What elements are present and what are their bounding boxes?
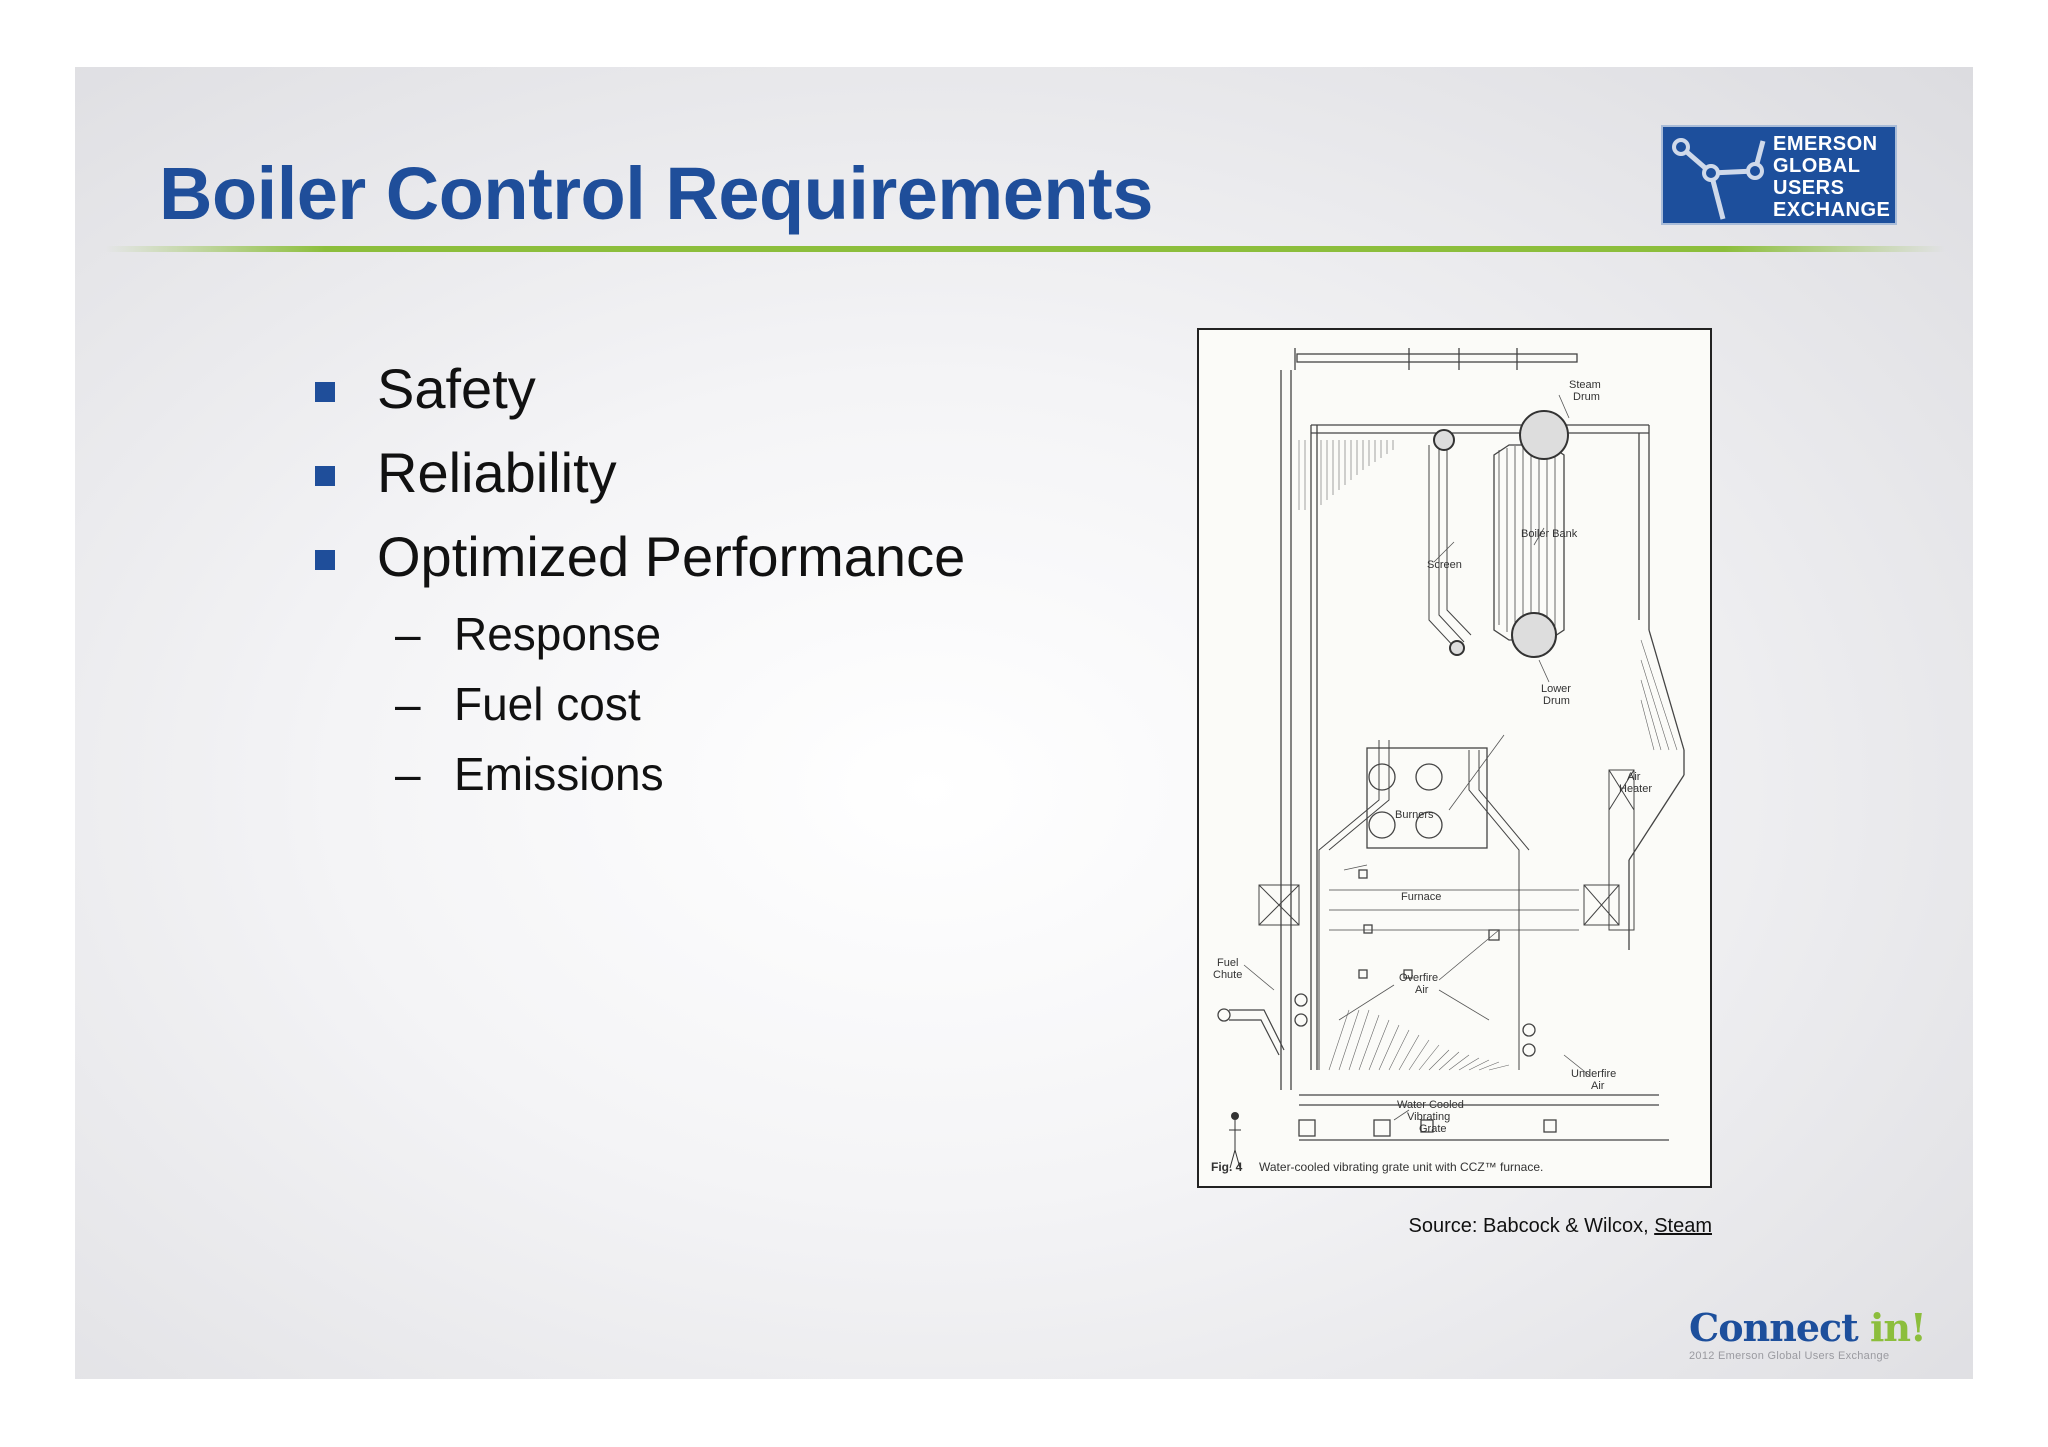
source-link[interactable]: Steam xyxy=(1654,1215,1712,1237)
square-bullet-icon xyxy=(315,466,335,486)
label-screen: Screen xyxy=(1427,559,1462,571)
source-citation: Source: Babcock & Wilcox, Steam xyxy=(1197,1215,1712,1238)
bullet-list: Safety Reliability Optimized Performance… xyxy=(235,347,965,809)
connect-in-logo: Connect in! 2012 Emerson Global Users Ex… xyxy=(1689,1308,1929,1364)
dash-marker: – xyxy=(395,608,421,660)
connect-word: Connect xyxy=(1689,1305,1859,1350)
label-underfire-air: Underfire xyxy=(1571,1068,1616,1080)
label-underfire-air-2: Air xyxy=(1591,1080,1605,1092)
emerson-global-users-exchange-logo: EMERSON GLOBAL USERS EXCHANGE xyxy=(1661,125,1897,225)
label-air-heater: Air xyxy=(1627,771,1641,783)
sub-bullet-item: – Response xyxy=(235,599,965,669)
dash-marker: – xyxy=(395,678,421,730)
sub-bullet-text: Fuel cost xyxy=(454,678,641,730)
bullet-item: Reliability xyxy=(235,431,965,515)
bullet-text: Reliability xyxy=(377,441,617,504)
network-nodes-icon xyxy=(1672,138,1766,220)
label-boiler-bank: Boiler Bank xyxy=(1521,528,1578,540)
connect-subtitle: 2012 Emerson Global Users Exchange xyxy=(1689,1350,1890,1362)
label-air-heater-2: Heater xyxy=(1619,783,1652,795)
logo-line-3: USERS xyxy=(1773,177,1845,199)
sub-bullet-text: Emissions xyxy=(454,748,664,800)
slide: Boiler Control Requirements EMERSON GLOB… xyxy=(75,67,1973,1379)
label-burners: Burners xyxy=(1395,809,1434,821)
figure-caption-text: Water-cooled vibrating grate unit with C… xyxy=(1259,1160,1543,1174)
sub-bullet-item: – Fuel cost xyxy=(235,669,965,739)
boiler-schematic-drawing: Steam Drum Boiler Bank Screen Lower Drum… xyxy=(1211,348,1685,1174)
figure-caption-number: Fig. 4 xyxy=(1211,1160,1243,1174)
label-overfire-air-2: Air xyxy=(1415,984,1429,996)
label-fuel-chute: Fuel xyxy=(1217,957,1238,969)
dash-marker: – xyxy=(395,748,421,800)
sub-bullet-text: Response xyxy=(454,608,662,660)
slide-title: Boiler Control Requirements xyxy=(159,152,1153,235)
logo-line-4: EXCHANGE xyxy=(1773,199,1891,221)
label-grate: Water Cooled xyxy=(1397,1099,1464,1111)
label-steam-drum-2: Drum xyxy=(1573,391,1600,403)
label-grate-2: Vibrating xyxy=(1407,1111,1450,1123)
label-grate-3: Grate xyxy=(1419,1123,1447,1135)
label-steam-drum: Steam xyxy=(1569,379,1601,391)
bullet-item: Safety xyxy=(235,347,965,431)
label-fuel-chute-2: Chute xyxy=(1213,969,1242,981)
bullet-item: Optimized Performance xyxy=(235,515,965,599)
label-furnace: Furnace xyxy=(1401,891,1441,903)
in-word: in! xyxy=(1869,1305,1927,1350)
source-text: Source: Babcock & Wilcox, xyxy=(1408,1215,1655,1237)
logo-line-2: GLOBAL xyxy=(1773,155,1861,177)
square-bullet-icon xyxy=(315,550,335,570)
label-lower-drum-2: Drum xyxy=(1543,695,1570,707)
title-divider xyxy=(105,246,1945,252)
label-lower-drum: Lower xyxy=(1541,683,1571,695)
logo-line-1: EMERSON xyxy=(1773,133,1878,155)
sub-bullet-item: – Emissions xyxy=(235,739,965,809)
label-overfire-air: Overfire xyxy=(1399,972,1438,984)
boiler-diagram-figure: Steam Drum Boiler Bank Screen Lower Drum… xyxy=(1197,328,1712,1188)
bullet-text: Safety xyxy=(377,357,536,420)
square-bullet-icon xyxy=(315,382,335,402)
bullet-text: Optimized Performance xyxy=(377,525,966,588)
